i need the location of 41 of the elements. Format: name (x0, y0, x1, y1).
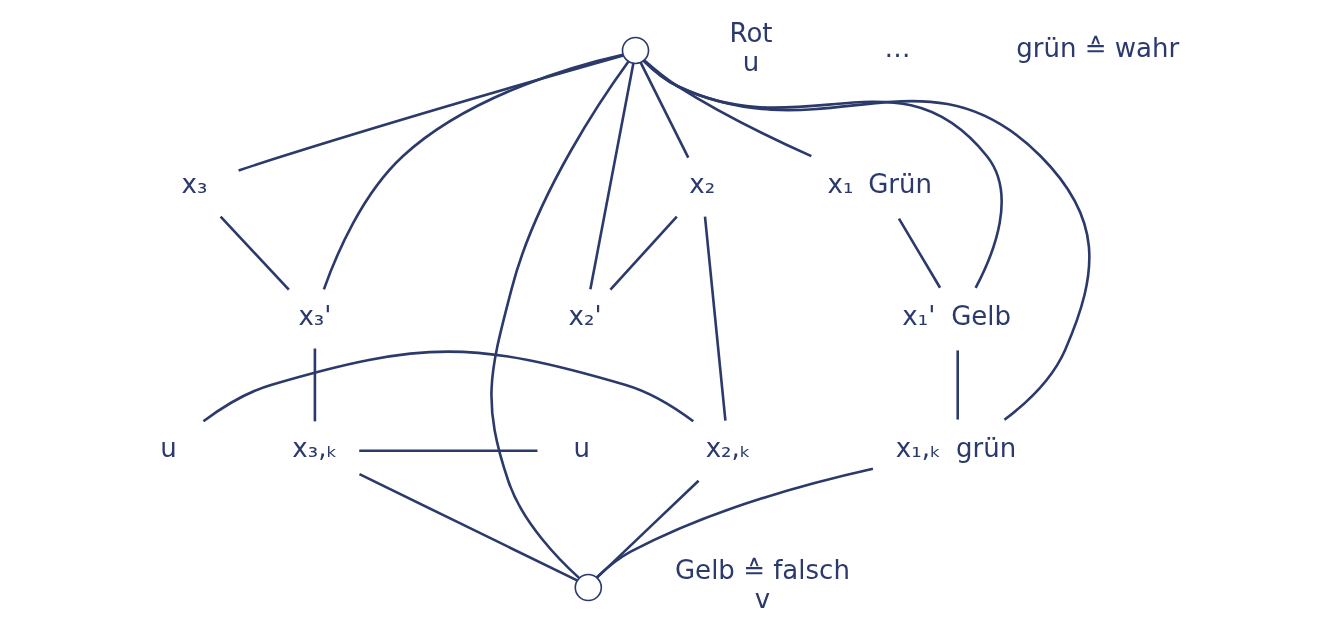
connector (639, 62, 690, 159)
connector (490, 61, 630, 579)
connector (589, 63, 635, 290)
connector (703, 216, 727, 421)
node-text: x₂,ₖ (705, 433, 751, 463)
connector (313, 348, 317, 422)
node-text: u (573, 433, 591, 463)
node-label: grün (956, 433, 1017, 463)
connector (358, 473, 578, 582)
node-text: x₁' (902, 301, 936, 332)
connector (359, 449, 538, 453)
node-label: Gelb (951, 301, 1012, 332)
connector (643, 59, 812, 158)
node-text: x₃' (298, 301, 332, 332)
connector (202, 350, 695, 423)
node-circle (574, 573, 603, 602)
label: … (884, 32, 911, 63)
connector (642, 59, 1003, 289)
node-text: x₂' (568, 301, 602, 332)
node-label: Grün (868, 169, 933, 200)
connector (322, 53, 624, 290)
node-text: x₃ (181, 169, 208, 200)
connector (642, 59, 1091, 421)
connector (596, 479, 700, 579)
node-text: u (160, 433, 177, 463)
node-text: x₁,ₖ (895, 433, 942, 463)
node-label: Gelb ≙ falsch (674, 555, 850, 586)
node-text: x₂ (689, 169, 716, 200)
node-label: v (754, 584, 771, 615)
node-text: x₁ (827, 169, 854, 200)
node-circle (621, 36, 650, 65)
connector (238, 54, 624, 172)
label: grün ≙ wahr (1016, 32, 1180, 63)
connector (609, 215, 678, 291)
node-label: Rot (729, 18, 773, 49)
connector (897, 217, 942, 289)
connector (956, 350, 959, 420)
connector (595, 467, 874, 579)
node-text: x₃,ₖ (292, 433, 338, 463)
connector (219, 215, 290, 291)
node-label: u (742, 47, 760, 78)
